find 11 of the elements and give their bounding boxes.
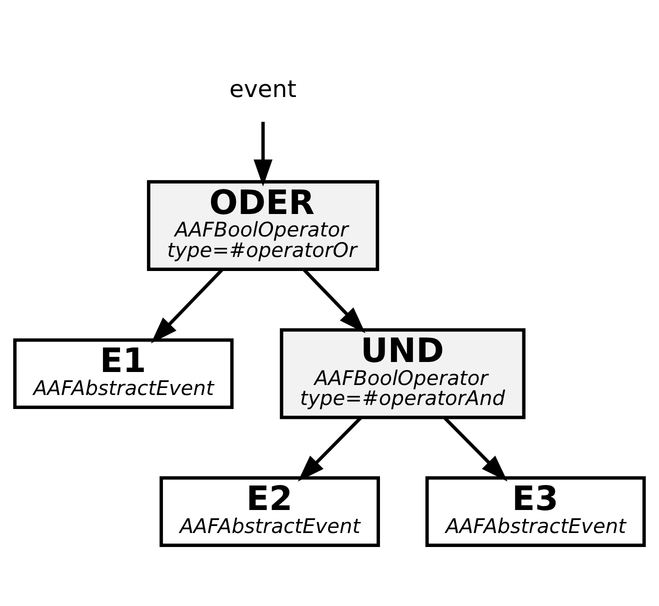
node-text: event xyxy=(229,75,296,104)
node-box: E2 AAFAbstractEvent xyxy=(160,476,380,547)
arrow xyxy=(254,122,272,187)
arrow xyxy=(302,268,366,334)
node-box: E3 AAFAbstractEvent xyxy=(425,476,646,547)
arrow xyxy=(444,416,508,482)
arrow xyxy=(298,416,362,482)
node-box: ODER AAFBoolOperator type=#operatorOr xyxy=(146,180,380,272)
node-box: E1 AAFAbstractEvent xyxy=(13,338,234,409)
node-box: UND AAFBoolOperator type=#operatorAnd xyxy=(280,328,526,420)
arrow xyxy=(150,268,224,344)
